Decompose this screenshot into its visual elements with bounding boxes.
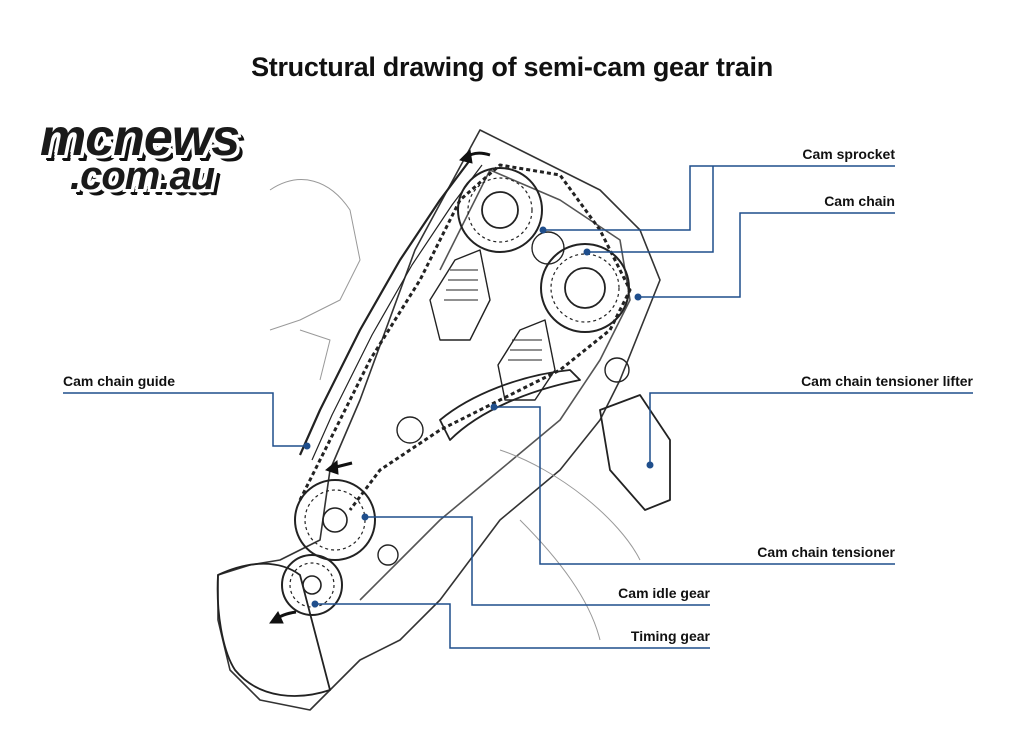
leader-lines [63, 165, 973, 649]
background-sketch [269, 179, 641, 641]
leader-dots [303, 226, 654, 608]
chain-guide-rail [298, 159, 471, 456]
mcnews-logo: mcnews .com.au [40, 108, 280, 198]
cam-idle-gear [294, 479, 376, 561]
diagram-title: Structural drawing of semi-cam gear trai… [251, 52, 773, 82]
label-timing-gear: Timing gear [630, 628, 710, 644]
tensioner-lifter [599, 394, 671, 511]
logo-text-line1: mcnews [40, 109, 240, 167]
label-cam-idle-gear: Cam idle gear [618, 585, 710, 601]
logo-text-line2: .com.au [70, 154, 215, 198]
leader-tensioner-lifter [649, 392, 973, 465]
leader-cam-chain-guide [63, 392, 307, 447]
leader-cam-sprocket [543, 165, 895, 231]
label-cam-chain-tensioner: Cam chain tensioner [757, 544, 895, 560]
label-cam-chain-tensioner-lifter: Cam chain tensioner lifter [801, 373, 973, 389]
label-cam-chain-guide: Cam chain guide [63, 373, 176, 389]
leader-idle-gear [365, 516, 710, 606]
leader-cam-chain-1 [587, 166, 714, 253]
frame-inner [359, 169, 631, 601]
cam-sprocket-1 [457, 167, 543, 253]
timing-gear [281, 554, 343, 616]
leader-timing-gear [315, 603, 710, 649]
cam-sprocket-2 [540, 243, 630, 333]
label-cam-chain: Cam chain [824, 193, 895, 209]
leader-tensioner [494, 406, 895, 565]
engine-case-outline [217, 129, 661, 711]
tensioner-arm [439, 369, 581, 441]
cam-chain [298, 163, 632, 511]
label-cam-sprocket: Cam sprocket [802, 146, 895, 162]
valve-body-2 [497, 319, 556, 401]
leader-cam-chain-2 [638, 212, 895, 298]
crank-web [216, 562, 331, 697]
valve-body-1 [429, 249, 491, 341]
rotation-arrows [269, 148, 491, 624]
